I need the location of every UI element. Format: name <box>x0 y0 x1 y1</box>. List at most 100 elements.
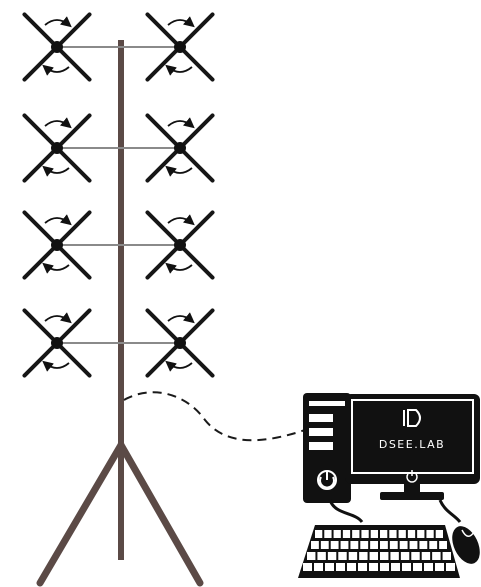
fan-blade <box>55 146 92 183</box>
fan-hub <box>174 239 186 251</box>
keyboard-cable <box>328 499 364 524</box>
rotation-arrow-icon <box>167 214 195 226</box>
fan-blade <box>55 12 92 49</box>
mouse-cable <box>438 499 462 523</box>
fan-blade <box>178 308 215 345</box>
rotation-arrow-icon <box>44 214 72 226</box>
keyboard-key <box>380 563 389 571</box>
keyboard-key <box>307 552 316 560</box>
keyboard-key <box>350 541 359 549</box>
fan-blade <box>145 113 182 150</box>
keyboard-key <box>417 530 425 538</box>
keyboard-key <box>330 541 339 549</box>
keyboard-key <box>429 541 438 549</box>
fan-blade <box>145 146 182 183</box>
fan-blade <box>178 12 215 49</box>
hologram-fan <box>22 12 92 82</box>
rotation-arrow-icon <box>167 16 195 28</box>
rotation-arrow-icon <box>167 312 195 324</box>
hologram-fan <box>22 113 92 183</box>
fan-blade <box>55 45 92 82</box>
power-icon <box>317 470 337 490</box>
fan-blade <box>22 146 59 183</box>
keyboard-key <box>380 552 389 560</box>
fan-hub <box>51 41 63 53</box>
keyboard-key <box>380 541 388 549</box>
keyboard-key <box>413 563 422 571</box>
fan-blade <box>55 243 92 280</box>
keyboard-key <box>360 541 369 549</box>
fan-blade <box>145 12 182 49</box>
monitor: DSEE.LAB <box>345 394 480 500</box>
rotation-arrow-icon <box>44 312 72 324</box>
fan-blade <box>145 210 182 247</box>
rotation-arrow-icon <box>165 360 193 372</box>
keyboard-key <box>324 530 332 538</box>
keyboard-key <box>369 552 378 560</box>
rotation-arrow-icon <box>42 262 70 274</box>
hologram-fan <box>22 308 92 378</box>
keyboard-key <box>325 563 334 571</box>
keyboard-key <box>320 541 329 549</box>
keyboard-key <box>400 552 410 560</box>
keyboard-key <box>333 530 341 538</box>
keyboard-key <box>389 530 397 538</box>
fan-blade <box>55 210 92 247</box>
keyboard-key <box>426 530 434 538</box>
keyboard-key <box>340 541 349 549</box>
keyboard <box>298 525 460 578</box>
keyboard-key <box>419 541 428 549</box>
rotation-arrow-icon <box>167 117 195 129</box>
keyboard-key <box>327 552 337 560</box>
keyboard-key <box>435 563 444 571</box>
fan-blade <box>55 308 92 345</box>
fan-blade <box>178 243 215 280</box>
rotation-arrow-icon <box>165 64 193 76</box>
monitor-screen <box>351 399 474 474</box>
keyboard-key <box>347 563 356 571</box>
fan-hub <box>174 41 186 53</box>
dsee-lab-logo: DSEE.LAB <box>379 409 444 451</box>
keyboard-key <box>314 563 323 571</box>
keyboard-key <box>409 541 418 549</box>
fan-blade <box>55 341 92 378</box>
fan-blade <box>178 341 215 378</box>
fan-hub <box>51 337 63 349</box>
keyboard-key <box>303 563 312 571</box>
keyboard-key <box>348 552 358 560</box>
hologram-fan <box>145 113 215 183</box>
rotation-arrow-icon <box>44 16 72 28</box>
crossbars <box>57 46 180 344</box>
keyboard-key <box>439 541 447 549</box>
fan-array <box>22 12 215 378</box>
rotation-arrow-icon <box>42 64 70 76</box>
rotation-arrow-icon <box>42 165 70 177</box>
tripod-leg-left <box>36 441 125 587</box>
keyboard-key <box>338 552 347 560</box>
rotation-arrow-icon <box>165 165 193 177</box>
keyboard-key <box>358 563 367 571</box>
hologram-fan <box>22 210 92 280</box>
keyboard-keys <box>303 530 455 571</box>
rotation-arrow-icon <box>44 117 72 129</box>
keyboard-key <box>407 530 416 538</box>
keyboard-key <box>432 552 441 560</box>
keyboard-key <box>411 552 420 560</box>
keyboard-key <box>352 530 360 538</box>
hologram-fan <box>145 210 215 280</box>
fan-blade <box>22 243 59 280</box>
keyboard-key <box>435 530 443 538</box>
keyboard-key <box>317 552 326 560</box>
fan-blade <box>22 12 59 49</box>
keyboard-key <box>315 530 323 538</box>
computer: DSEE.LAB <box>298 393 480 578</box>
fan-blade <box>22 113 59 150</box>
fan-blade <box>145 243 182 280</box>
keyboard-key <box>389 541 398 549</box>
keyboard-key <box>370 530 378 538</box>
computer-tower <box>303 393 351 503</box>
keyboard-key <box>442 552 451 560</box>
keyboard-key <box>311 541 319 549</box>
keyboard-key <box>359 552 368 560</box>
